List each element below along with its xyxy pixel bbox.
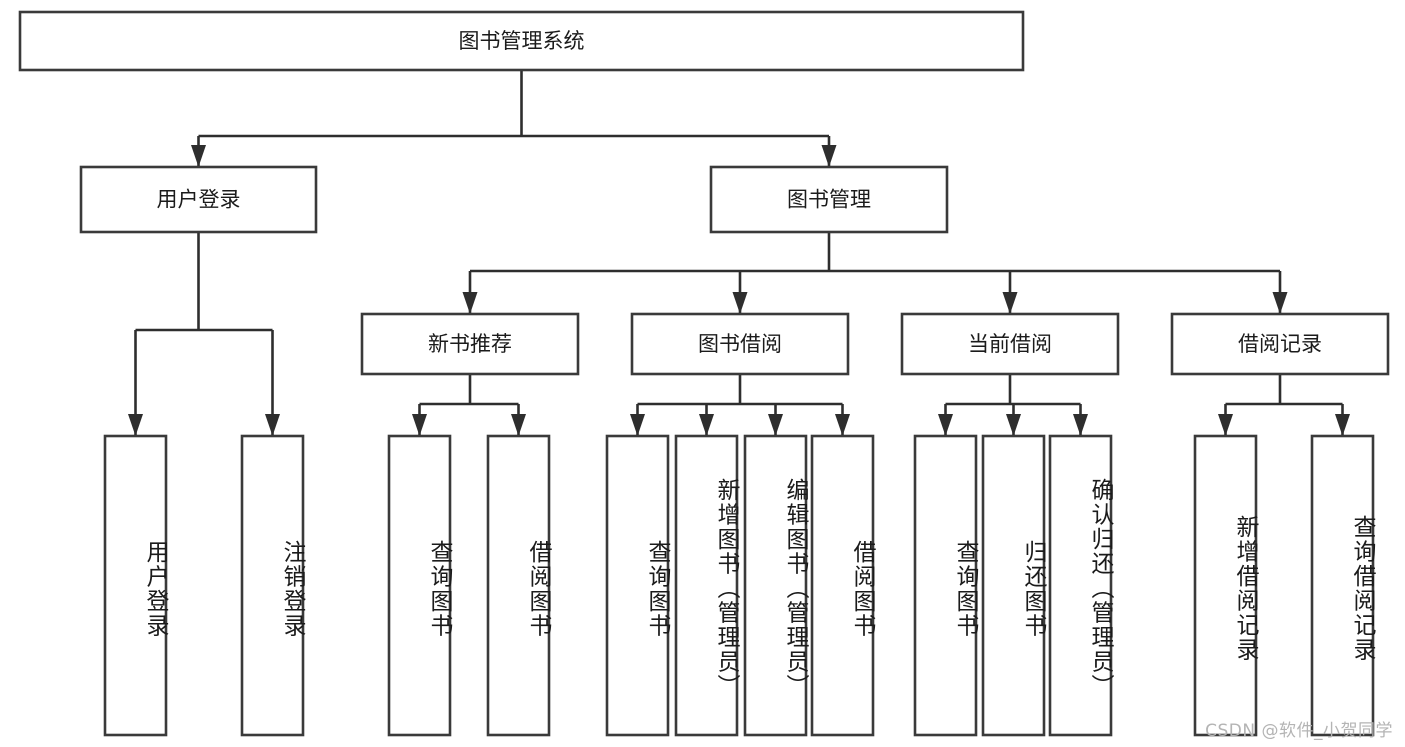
- arrowhead-leaf-add-book: [699, 414, 714, 436]
- connectors-layer: [128, 70, 1350, 436]
- node-leaf-query-book-3-box[interactable]: [913, 434, 978, 737]
- arrowhead-level3-3: [1272, 292, 1288, 314]
- arrowhead-leaf-add-record: [1218, 414, 1233, 436]
- node-leaf-confirm-return-box[interactable]: [1048, 434, 1113, 737]
- arrowhead-leaf-borrow-book-1: [511, 414, 526, 436]
- arrowhead-leaf-confirm-return: [1073, 414, 1088, 436]
- node-current-borrow-box[interactable]: [900, 312, 1120, 376]
- node-book-borrow-label: 图书借阅: [698, 332, 782, 356]
- node-current-borrow-label: 当前借阅: [968, 332, 1052, 356]
- arrowhead-level3-1: [732, 292, 748, 314]
- node-new-book-recommend-label: 新书推荐: [428, 332, 512, 356]
- node-book-manage-box[interactable]: [709, 165, 949, 234]
- node-borrow-record-label: 借阅记录: [1238, 332, 1322, 356]
- arrowhead-leaf-borrow-book-2: [835, 414, 850, 436]
- node-leaf-user-login-box[interactable]: [103, 434, 168, 737]
- arrowhead-leaf-logout: [265, 414, 280, 436]
- node-leaf-edit-book-box[interactable]: [743, 434, 808, 737]
- node-leaf-query-record-box[interactable]: [1310, 434, 1375, 737]
- node-title-box[interactable]: [18, 10, 1025, 72]
- node-leaf-query-book-2-box[interactable]: [605, 434, 670, 737]
- node-user-login-label: 用户登录: [157, 188, 241, 212]
- node-leaf-borrow-book-1-box[interactable]: [486, 434, 551, 737]
- node-leaf-return-book-box[interactable]: [981, 434, 1046, 737]
- node-book-manage-label: 图书管理: [787, 188, 871, 212]
- node-title-label: 图书管理系统: [459, 29, 585, 53]
- node-book-borrow-box[interactable]: [630, 312, 850, 376]
- arrowhead-leaf-query-record: [1335, 414, 1350, 436]
- node-leaf-add-record-box[interactable]: [1193, 434, 1258, 737]
- node-leaf-logout-box[interactable]: [240, 434, 305, 737]
- node-user-login-box[interactable]: [79, 165, 318, 234]
- arrowhead-level3-0: [462, 292, 478, 314]
- node-borrow-record-box[interactable]: [1170, 312, 1390, 376]
- node-leaf-query-book-1-box[interactable]: [387, 434, 452, 737]
- node-new-book-recommend-box[interactable]: [360, 312, 580, 376]
- arrowhead-leaf-edit-book: [768, 414, 783, 436]
- node-leaf-add-book-box[interactable]: [674, 434, 739, 737]
- arrowhead-level2-0: [191, 145, 206, 167]
- watermark-text: CSDN @软件_小贺同学: [1205, 721, 1393, 741]
- arrowhead-leaf-return-book: [1006, 414, 1021, 436]
- boxes-layer: [18, 10, 1390, 737]
- arrowhead-leaf-query-book-3: [938, 414, 953, 436]
- arrowhead-level2-1: [821, 145, 837, 167]
- node-leaf-borrow-book-2-box[interactable]: [810, 434, 875, 737]
- arrowhead-leaf-query-book-2: [630, 414, 645, 436]
- arrowhead-leaf-user-login: [128, 414, 143, 436]
- arrowhead-leaf-query-book-1: [412, 414, 427, 436]
- arrowhead-level3-2: [1002, 292, 1018, 314]
